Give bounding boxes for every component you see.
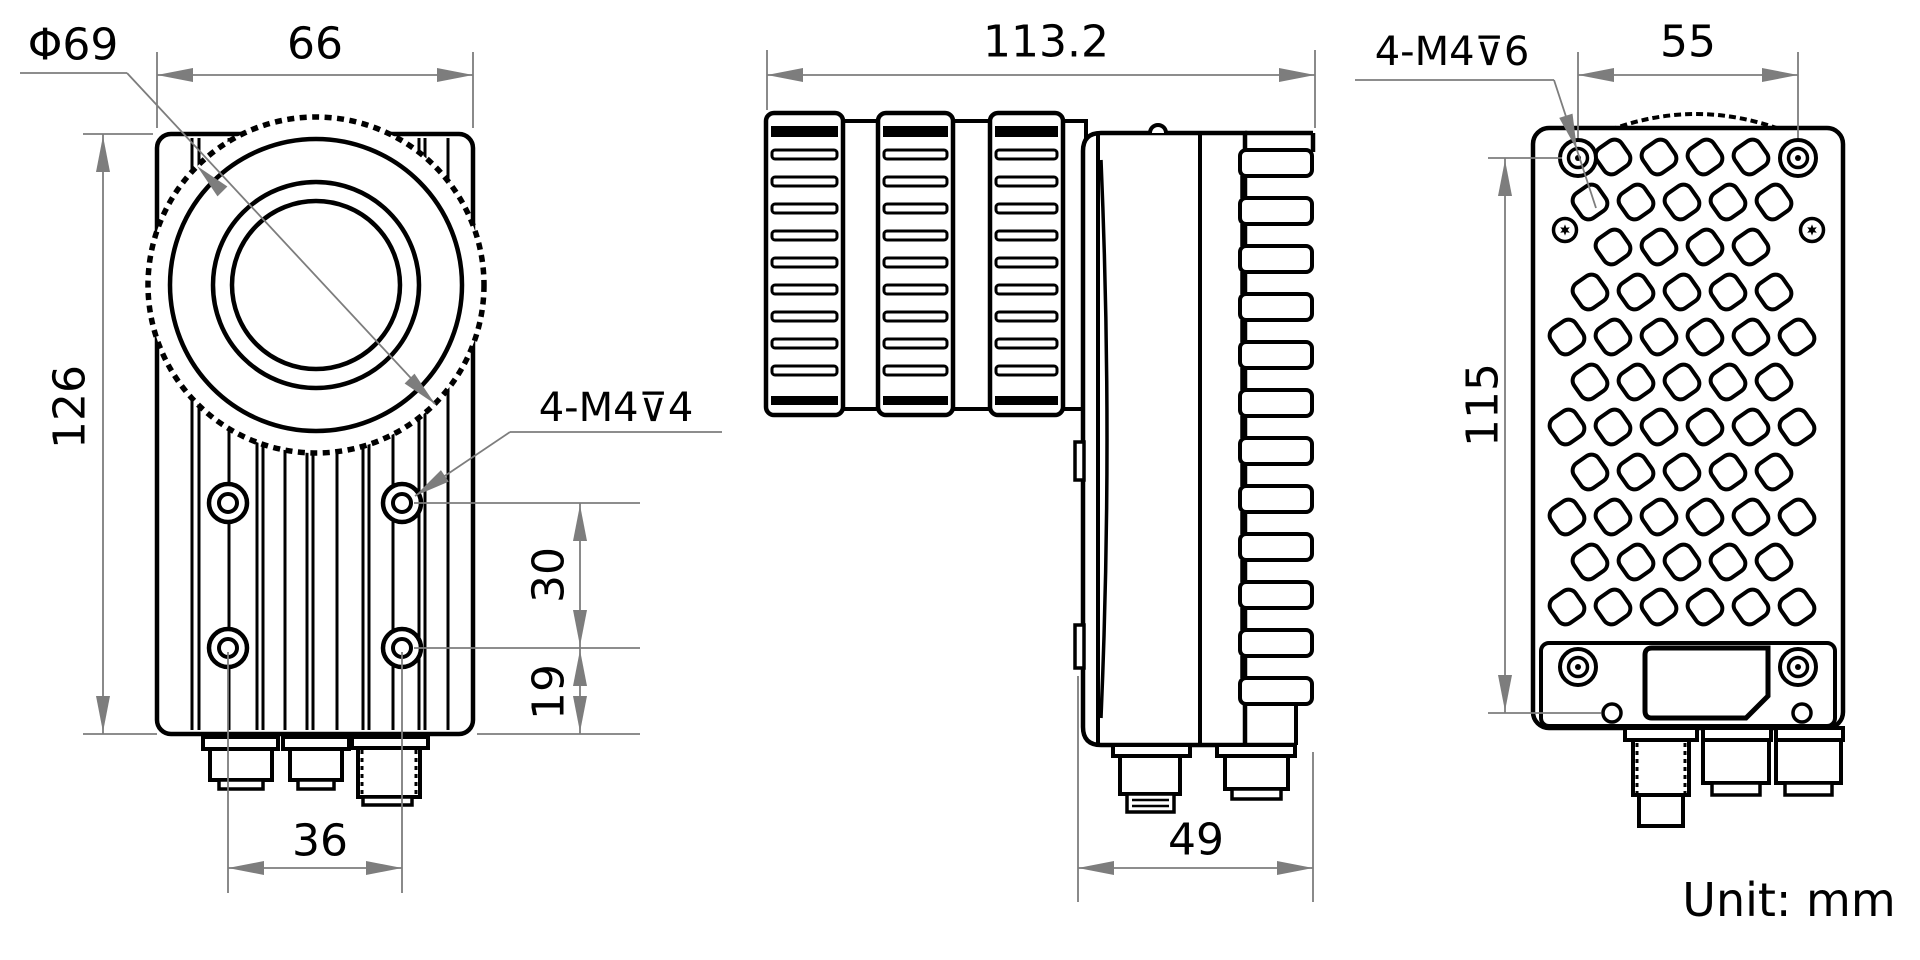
- top-button-dome: [1148, 123, 1168, 134]
- dim-side-depth: 49: [1168, 815, 1224, 866]
- indicator-hole-right: [1791, 702, 1813, 724]
- dim-back-hole-spacing-vertical: 115: [1458, 363, 1509, 447]
- dim-back-hole-spacing-horizontal: 55: [1660, 17, 1716, 68]
- dim-lens-diameter: Φ69: [28, 20, 119, 71]
- lens-glass: [229, 198, 403, 372]
- dim-hole-bottom-offset: 19: [524, 664, 575, 720]
- dimension-labels: Φ69 66 126 4-M4⊽4 30 19 36 113.2 49 4-M4…: [28, 17, 1896, 928]
- label-front-screw-spec: 4-M4⊽4: [539, 385, 694, 431]
- side-tab-upper: [1073, 440, 1086, 482]
- heatsink-diamond-pattern: [1547, 137, 1817, 627]
- front-bezel-curve: [1099, 159, 1109, 719]
- back-bottom-connectors: [1623, 726, 1845, 828]
- front-bottom-connectors: [201, 735, 430, 807]
- dim-hole-spacing-vertical: 30: [524, 547, 575, 603]
- heatsink-fins-side: [1238, 148, 1314, 706]
- indicator-hole-left: [1601, 702, 1623, 724]
- label-back-screw-spec: 4-M4⊽6: [1375, 29, 1530, 75]
- side-view: [763, 110, 1316, 814]
- lens-barrel: [763, 110, 1088, 418]
- dimension-arrows: [96, 68, 1798, 875]
- label-cutout: [1642, 645, 1771, 721]
- threaded-connector: [356, 746, 422, 799]
- back-mount-holes: [1558, 138, 1818, 687]
- dim-front-height: 126: [45, 365, 96, 449]
- lens-knurled-ring: [145, 114, 487, 456]
- dim-hole-spacing-horizontal: 36: [292, 816, 348, 867]
- dim-front-width: 66: [287, 19, 343, 70]
- side-bottom-connectors: [1111, 743, 1297, 814]
- lens-assembly: [145, 114, 487, 456]
- back-view: [1530, 112, 1846, 828]
- torx-screws: [1551, 216, 1826, 244]
- front-view: [145, 114, 487, 807]
- lens-ring-silhouette: [1609, 112, 1783, 132]
- unit-note: Unit: mm: [1682, 873, 1895, 927]
- side-tab-lower: [1073, 623, 1086, 670]
- dim-side-length: 113.2: [983, 17, 1109, 68]
- threaded-connector: [1631, 738, 1691, 797]
- focus-rings: [763, 110, 1066, 418]
